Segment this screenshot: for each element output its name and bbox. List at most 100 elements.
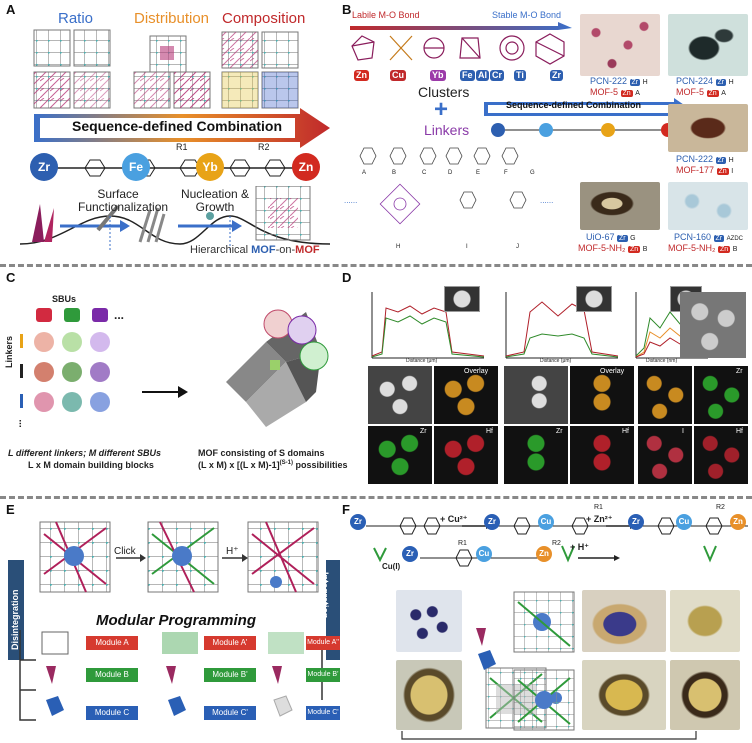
sem-inset-1 [444, 286, 480, 312]
step-nucleation-growth: Nucleation & Growth [180, 187, 250, 214]
photo-5-top: PCN-160 Zr AZDC [674, 232, 743, 242]
photo-2-top: PCN-224 Zr H [676, 76, 734, 86]
overlay-map-3 [638, 366, 692, 424]
module-b-prime-2: Module B' [306, 668, 340, 682]
photo-2-bottom: MOF-5 Zn A [676, 87, 726, 97]
photo-3-bot-chip: Zn [716, 168, 729, 175]
photo-4-top: UiO-67 Zr G [586, 232, 636, 242]
micrograph-6 [670, 660, 740, 730]
zr-map-2 [504, 426, 568, 484]
header-ratio: Ratio [58, 10, 94, 27]
photo-1-bot-chip: Zn [620, 90, 633, 97]
panel-b: B Labile M-O Bond Stable M-O Bond Zn Cu … [340, 0, 752, 262]
panel-e-label: E [6, 502, 15, 517]
chain-metal-yb: Yb [196, 153, 224, 181]
zr-map-3 [694, 366, 748, 424]
f-metal-zn-2: Zn [536, 546, 552, 562]
module-c-prime: Module C' [204, 706, 256, 720]
bond-stability-arrow [350, 22, 572, 30]
banner-text-a: Sequence-defined Combination [72, 118, 283, 134]
zr-label-2: Zr [556, 428, 563, 435]
sem-image-2 [504, 366, 568, 424]
sbu-red [36, 308, 52, 322]
labile-bond-label: Labile M-O Bond [352, 10, 420, 20]
sem-inset-2 [576, 286, 612, 312]
hierarchical-mid: -on- [275, 244, 296, 256]
arrow-c [142, 386, 188, 398]
zr-label-1: Zr [420, 428, 427, 435]
linkers-label-b: Linkers [424, 122, 470, 138]
photo-5-bottom: MOF-5-NH₂ Zn B [668, 243, 738, 253]
chain-metal-zn: Zn [292, 153, 320, 181]
panel-a: A Ratio Distribution Composition [0, 0, 340, 262]
linker-letter-a: A [362, 170, 367, 176]
lattice-cubes-a [33, 29, 299, 109]
micrograph-4 [396, 660, 462, 730]
photo-4-top-chip: Zr [617, 235, 628, 242]
module-b: Module B [86, 668, 138, 682]
line-profile-1 [371, 292, 485, 359]
module-b-prime: Module B' [204, 668, 256, 682]
module-flow-e [19, 630, 323, 721]
hierarchical-caption: Hierarchical MOF-on-MOF [190, 244, 320, 256]
f-metal-zn-1: Zn [730, 514, 746, 530]
left-caption-line-1: L different linkers; M different SBUs [8, 448, 162, 458]
right-caption-line-2: (L x M) x [(L x M)-1](S-1) possibilities [198, 460, 348, 470]
xlabel-2: Distance (μm) [540, 358, 572, 364]
linker-bar-blue [20, 394, 23, 408]
f-metal-zr-1: Zr [350, 514, 366, 530]
hierarchical-mof-1: MOF [251, 244, 276, 256]
linker-bar-black [20, 364, 23, 378]
i-map-3 [638, 426, 692, 484]
integration-label: Integration [320, 572, 330, 619]
linker-bar-yellow [20, 334, 23, 348]
overlay-label-1: Overlay [464, 368, 489, 375]
linker-letter-h: H [396, 244, 401, 250]
panel-a-label: A [6, 2, 16, 17]
linker-chain-b [491, 123, 675, 137]
panel-c-label: C [6, 270, 16, 285]
f-metal-zr-4: Zr [402, 546, 418, 562]
photo-1-bottom: MOF-5 Zn A [590, 87, 640, 97]
linker-letter-j: J [516, 244, 519, 250]
photo-2-bot-chip: Zn [706, 90, 719, 97]
sequence-banner-arrow [34, 108, 330, 148]
cluster-metal-ti: Ti [514, 70, 526, 81]
framework-cubes-e [39, 521, 319, 593]
panel-f-label: F [342, 502, 350, 517]
linker-letter-b: B [392, 170, 397, 176]
xlabel-3: Distance (nm) [646, 358, 678, 364]
overlay-map-1 [434, 366, 498, 424]
module-a-double-prime: Module A'' [306, 636, 340, 650]
sequence-banner-b [484, 98, 690, 120]
hf-label-1: Hf [486, 428, 493, 435]
f-r2-1: R2 [716, 504, 725, 511]
cluster-metal-al: Al [476, 70, 489, 81]
plus-sign: + [434, 96, 449, 123]
cluster-metal-zr: Zr [550, 70, 563, 81]
panel-d: D Distance (μm) Distance (μm) Distance (… [340, 268, 752, 494]
mof-domain-crystal [226, 309, 329, 427]
panel-f: F Zr + Cu²⁺ Zr Cu + Zn²⁺ Zr Cu Zn R1 R2 … [340, 500, 752, 743]
click-label: Click [114, 546, 136, 557]
module-c: Module C [86, 706, 138, 720]
substituent-r2-a: R2 [258, 142, 270, 152]
hf-map-1 [434, 426, 498, 484]
line-profile-2 [505, 292, 619, 359]
integration-bar [326, 560, 340, 660]
hf-label-3: Hf [736, 428, 743, 435]
crystal-photo-4 [580, 182, 660, 230]
photo-3-top-chip: Zr [715, 157, 727, 164]
f-cu-reagent: + Cu²⁺ [440, 514, 468, 524]
reaction-chain-f [366, 517, 748, 567]
cluster-metal-yb: Yb [430, 70, 446, 81]
photo-4-bot-chip: Zn [628, 246, 641, 253]
photo-3-bottom: MOF-177 Zn I [676, 165, 734, 175]
linker-ellipsis: ... [16, 419, 28, 428]
zr-map-1 [368, 426, 432, 484]
linker-letter-f: F [504, 170, 508, 176]
linker-letter-g: G [530, 170, 535, 176]
photo-4-bottom: MOF-5-NH₂ Zn B [578, 243, 648, 253]
hierarchical-mof-2: MOF [295, 244, 320, 256]
linker-letter-e: E [476, 170, 481, 176]
